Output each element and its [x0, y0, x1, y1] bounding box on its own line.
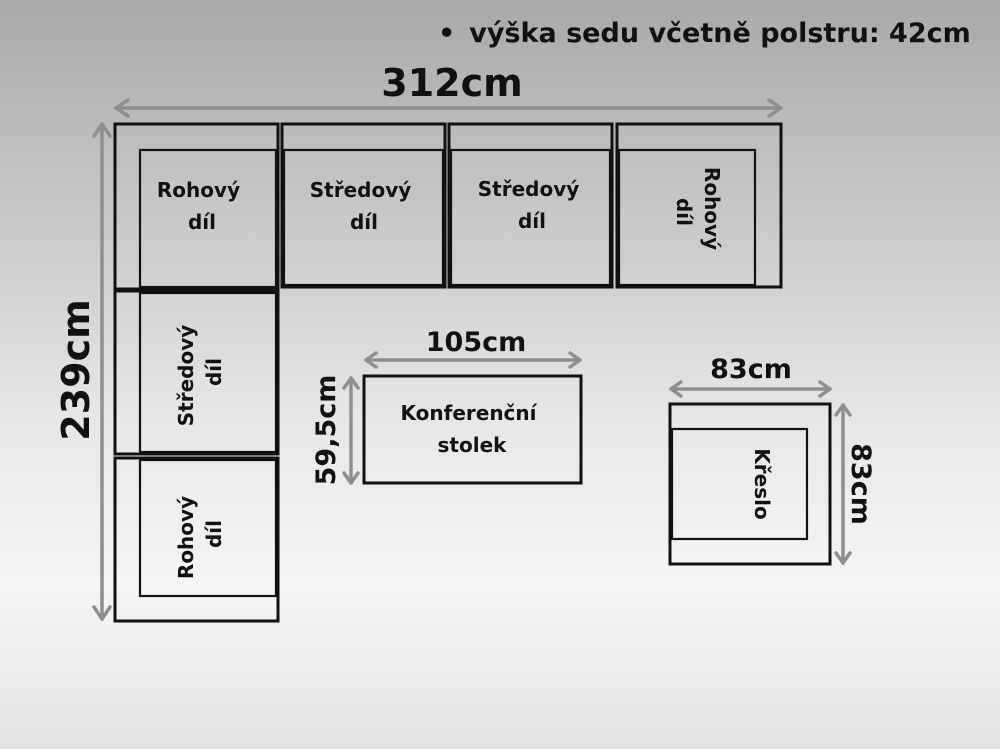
coffee-table: Konferenční stolek: [362, 374, 583, 485]
svg-text:Rohový díl: Rohový díl: [672, 167, 724, 257]
table-depth-dimension: 59,5cm: [311, 375, 360, 486]
table-depth-label: 59,5cm: [311, 375, 342, 486]
sofa-depth-label: 239cm: [54, 299, 98, 440]
chair-label: Křeslo: [750, 448, 774, 519]
svg-text:Středový díl: Středový díl: [174, 318, 226, 427]
sofa-width-label: 312cm: [381, 61, 522, 105]
double-arrow-icon: [364, 351, 582, 369]
module-left-middle: Středový díl: [113, 289, 280, 456]
svg-text:Středový díl: Středový díl: [310, 178, 419, 234]
armchair: Křeslo: [668, 402, 832, 566]
module-label-line1: Středový: [310, 178, 412, 202]
module-label-line2: díl: [202, 358, 226, 386]
module-label-line1: Rohový: [157, 178, 240, 202]
module-label-line2: díl: [518, 209, 546, 233]
module-top-corner-right: Rohový díl: [615, 122, 783, 289]
double-arrow-icon: [342, 376, 360, 485]
double-arrow-icon: [669, 380, 832, 398]
table-label-line2: stolek: [438, 433, 508, 457]
svg-text:Rohový díl: Rohový díl: [174, 489, 226, 579]
chair-width-label: 83cm: [710, 354, 792, 385]
module-label-line1: Středový: [478, 177, 580, 201]
module-label-line2: díl: [350, 210, 378, 234]
module-label-line2: díl: [672, 198, 696, 226]
module-label-line1: Rohový: [700, 167, 724, 250]
svg-text:Středový díl: Středový díl: [478, 177, 587, 233]
module-left-corner: Rohový díl: [113, 456, 280, 623]
table-width-dimension: 105cm: [364, 327, 582, 369]
module-top-middle-2: Středový díl: [447, 122, 614, 289]
svg-text:Konferenční stolek: Konferenční stolek: [401, 401, 544, 457]
double-arrow-icon: [114, 98, 783, 118]
module-label-line2: díl: [202, 520, 226, 548]
seat-height-note: • výška sedu včetně polstru: 42cm: [438, 18, 971, 49]
chair-width-dimension: 83cm: [669, 354, 832, 398]
double-arrow-icon: [834, 403, 852, 565]
bullet-icon: •: [438, 18, 456, 49]
sofa-width-dimension: 312cm: [114, 61, 783, 118]
module-label-line1: Rohový: [174, 496, 198, 579]
sofa-depth-dimension: 239cm: [54, 122, 112, 621]
svg-text:Rohový díl: Rohový díl: [157, 178, 247, 234]
module-top-middle-1: Středový díl: [280, 122, 447, 289]
double-arrow-icon: [92, 122, 112, 621]
module-top-corner-left: Rohový díl: [113, 122, 280, 291]
chair-depth-dimension: 83cm: [834, 403, 876, 565]
module-label-line1: Středový: [174, 325, 198, 427]
chair-depth-label: 83cm: [845, 443, 876, 525]
seat-height-text: výška sedu včetně polstru: 42cm: [469, 18, 971, 49]
module-label-line2: díl: [188, 210, 216, 234]
table-width-label: 105cm: [426, 327, 527, 358]
table-label-line1: Konferenční: [401, 401, 538, 425]
